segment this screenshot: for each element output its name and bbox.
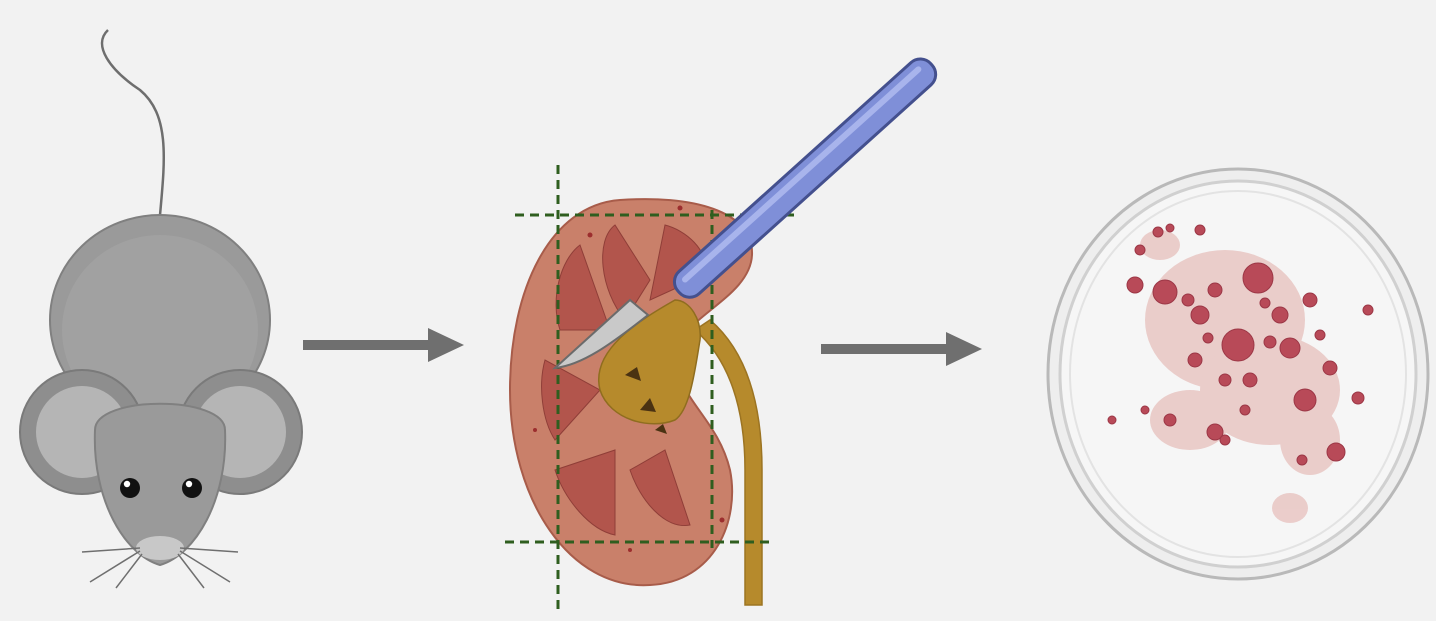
arrow-right-icon: [300, 320, 470, 370]
mouse-icon: [0, 0, 320, 621]
kidney-dissection-icon: [490, 0, 980, 621]
petri-dish-colonies-icon: [1040, 0, 1436, 621]
arrow-right-icon: [818, 324, 988, 374]
